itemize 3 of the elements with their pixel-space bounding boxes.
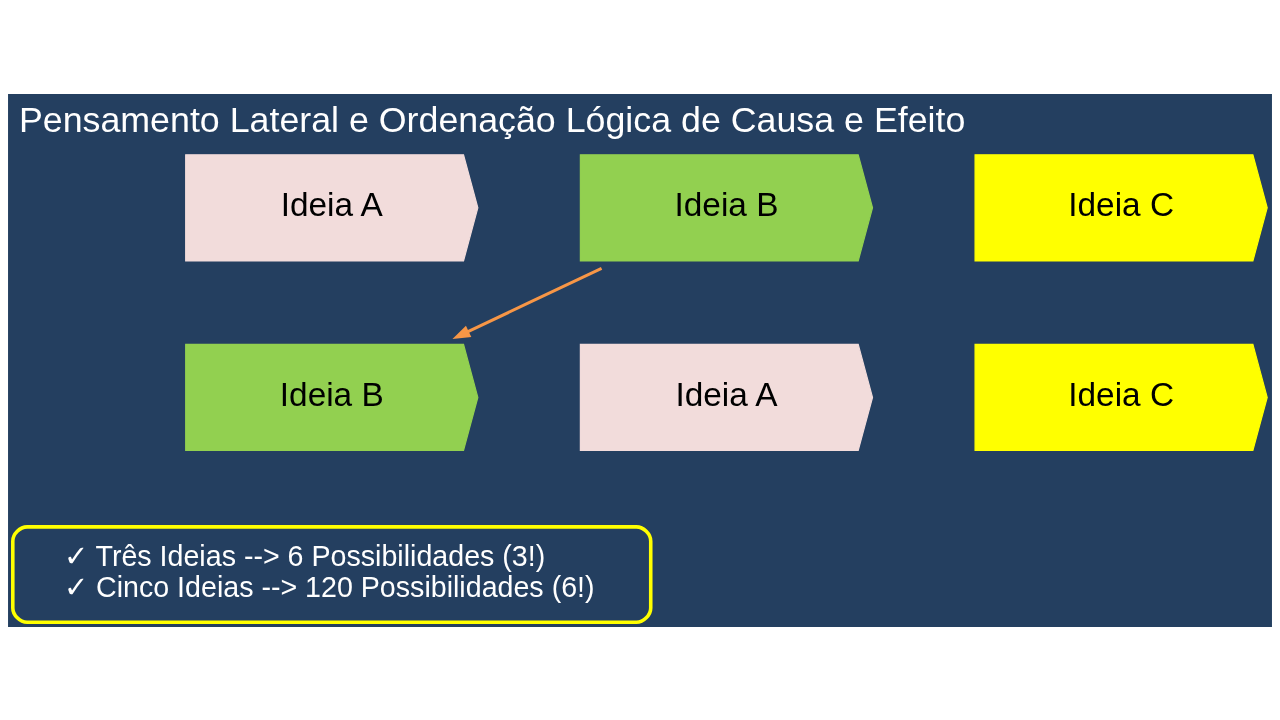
node-box: ✓ Três Ideias --> 6 Possibilidades (3!) ✓ Cinco Ideias --> 120 Possibilidades (6!) <box>11 524 653 624</box>
diagram-title: Pensamento Lateral e Ordenação Lógica de Causa e Efeito <box>18 99 966 140</box>
arrow <box>452 266 603 339</box>
